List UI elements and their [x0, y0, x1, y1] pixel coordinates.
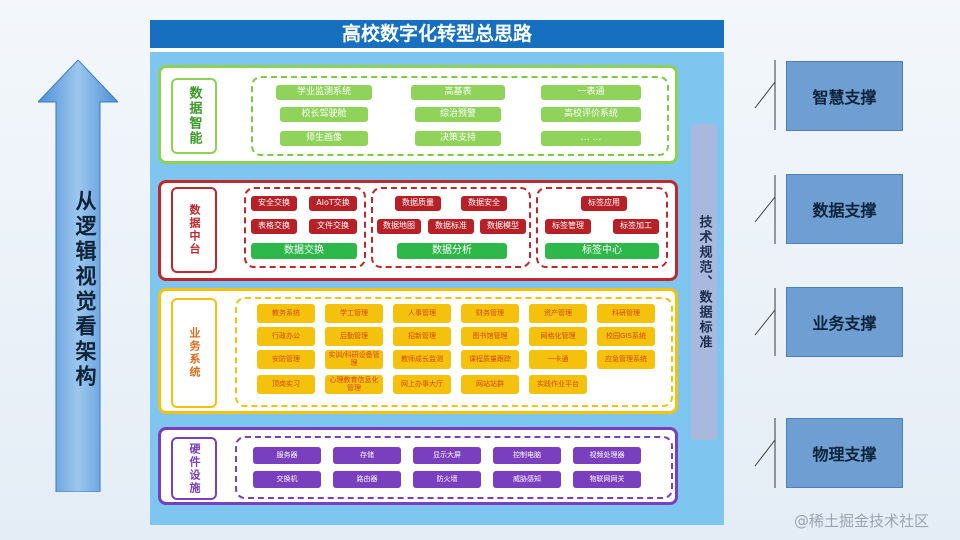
chip-analysis[interactable]: 数据标准 — [428, 219, 474, 234]
chip-hardware[interactable]: 交换机 — [253, 471, 321, 488]
chip-hardware[interactable]: 控制电脑 — [493, 447, 561, 464]
support-connector-lines — [754, 60, 776, 488]
chip-business[interactable]: 顶岗实习 — [257, 375, 315, 394]
chip-analysis[interactable]: 数据地图 — [377, 219, 421, 234]
chip-hardware[interactable]: 威胁感知 — [493, 471, 561, 488]
analysis-title-chip[interactable]: 数据分析 — [397, 243, 507, 259]
chip-business[interactable]: 招新管理 — [393, 327, 451, 346]
business-group — [235, 297, 673, 407]
chip-intelligence[interactable]: 学业监测系统 — [276, 85, 372, 100]
chip-intelligence[interactable]: 决策支持 — [415, 131, 501, 146]
chip-business[interactable]: 行政办公 — [257, 327, 315, 346]
layer-label-intelligence: 数据智能 — [171, 78, 217, 154]
chip-business[interactable]: 网上办事大厅 — [393, 375, 451, 394]
chip-exchange[interactable]: 表格交换 — [251, 219, 297, 234]
layer-hardware: 硬件设施 服务器存储显示大屏控制电脑视频处理器交换机路由器防火墙威胁感知物联网网… — [158, 427, 678, 505]
tag-center-chip[interactable]: 标签中心 — [545, 243, 659, 259]
chip-business[interactable]: 校园GIS系统 — [597, 327, 655, 346]
chip-hardware[interactable]: 服务器 — [253, 447, 321, 464]
chip-intelligence[interactable]: 一表通 — [541, 85, 641, 100]
support-smart: 智慧支撑 — [786, 61, 903, 131]
up-arrow-icon — [38, 60, 118, 492]
chip-intelligence[interactable]: 综治预警 — [415, 107, 501, 122]
layer-data-middle-platform: 数据中台 安全交换 AIoT交换 表格交换 文件交换 数据交换 数据质量 数据安… — [158, 180, 678, 281]
analysis-group — [371, 187, 531, 268]
chip-intelligence[interactable]: 师生画像 — [280, 131, 368, 146]
chip-business[interactable]: 课程质量跟踪 — [461, 350, 519, 369]
chip-analysis[interactable]: 数据质量 — [395, 196, 441, 211]
page-title: 高校数字化转型总思路 — [150, 20, 724, 52]
chip-intelligence[interactable]: 校长驾驶舱 — [280, 107, 368, 122]
chip-business[interactable]: 教务系统 — [257, 304, 315, 323]
chip-business[interactable]: 实训/科研设备管理 — [325, 350, 383, 369]
logic-view-arrow: 从逻辑视觉看架构 — [38, 60, 118, 492]
support-data: 数据支撑 — [786, 174, 903, 244]
chip-exchange[interactable]: AIoT交换 — [309, 196, 357, 211]
chip-hardware[interactable]: 存储 — [333, 447, 401, 464]
support-physical: 物理支撑 — [786, 418, 903, 488]
chip-analysis[interactable]: 数据模型 — [480, 219, 526, 234]
tag-group — [536, 187, 668, 268]
chip-business[interactable]: 资产管理 — [529, 304, 587, 323]
watermark: @稀土掘金技术社区 — [794, 512, 930, 530]
chip-business[interactable]: 后勤管理 — [325, 327, 383, 346]
chip-business[interactable]: 应急管理系统 — [597, 350, 655, 369]
chip-business[interactable]: 教师成长监测 — [393, 350, 451, 369]
hardware-group — [235, 436, 673, 499]
chip-business[interactable]: 科研管理 — [597, 304, 655, 323]
chip-intelligence-more[interactable]: … … — [541, 131, 641, 146]
chip-business[interactable]: 学工管理 — [325, 304, 383, 323]
layer-data-intelligence: 数据智能 学业监测系统 校长驾驶舱 师生画像 高基表 综治预警 决策支持 一表通… — [158, 65, 678, 164]
chip-exchange[interactable]: 安全交换 — [251, 196, 297, 211]
layer-business-systems: 业务系统 教务系统学工管理人事管理财务管理资产管理科研管理行政办公后勤管理招新管… — [158, 288, 678, 414]
chip-exchange[interactable]: 文件交换 — [309, 219, 357, 234]
chip-business[interactable]: 安防管理 — [257, 350, 315, 369]
standards-bar: 技术规范、数据标准 — [691, 124, 717, 440]
chip-business[interactable]: 网格化管理 — [529, 327, 587, 346]
chip-tag[interactable]: 标签加工 — [613, 219, 659, 234]
logic-view-label: 从逻辑视觉看架构 — [73, 190, 97, 390]
chip-business[interactable]: 网站站群 — [461, 375, 519, 394]
chip-hardware[interactable]: 视频处理器 — [573, 447, 641, 464]
layer-label-hardware: 硬件设施 — [171, 437, 217, 500]
support-business: 业务支撑 — [786, 287, 903, 357]
exchange-title-chip[interactable]: 数据交换 — [251, 243, 357, 259]
intelligence-group — [251, 76, 669, 156]
chip-business[interactable]: 人事管理 — [393, 304, 451, 323]
layer-label-business: 业务系统 — [171, 298, 217, 408]
chip-business[interactable]: 一卡通 — [529, 350, 587, 369]
chip-analysis[interactable]: 数据安全 — [461, 196, 507, 211]
exchange-group — [244, 187, 366, 268]
chip-intelligence[interactable]: 高基表 — [411, 85, 505, 100]
layer-label-middle-platform: 数据中台 — [171, 187, 217, 273]
standards-label: 技术规范、数据标准 — [696, 214, 712, 350]
chip-business[interactable]: 实践作业平台 — [529, 375, 587, 394]
chip-business[interactable]: 图书馆管理 — [461, 327, 519, 346]
chip-hardware[interactable]: 路由器 — [333, 471, 401, 488]
architecture-panel: 高校数字化转型总思路 数据智能 学业监测系统 校长驾驶舱 师生画像 高基表 综治… — [150, 20, 724, 525]
chip-hardware[interactable]: 防火墙 — [413, 471, 481, 488]
chip-tag[interactable]: 标签管理 — [545, 219, 591, 234]
chip-hardware[interactable]: 物联网网关 — [573, 471, 641, 488]
chip-hardware[interactable]: 显示大屏 — [413, 447, 481, 464]
chip-business[interactable]: 心理教育信息化管理 — [325, 375, 383, 394]
chip-business[interactable]: 财务管理 — [461, 304, 519, 323]
chip-intelligence[interactable]: 高校评价系统 — [541, 107, 641, 122]
chip-tag[interactable]: 标签应用 — [581, 196, 627, 211]
